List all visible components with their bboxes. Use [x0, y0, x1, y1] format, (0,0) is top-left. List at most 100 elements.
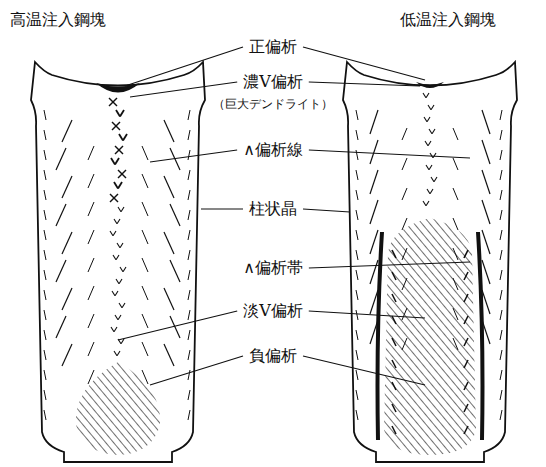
- stroke-mark: [44, 350, 46, 360]
- stroke-mark: [142, 230, 148, 244]
- stroke-mark: [356, 330, 358, 340]
- segregation-label: 柱状晶: [247, 199, 299, 218]
- stroke-mark: [356, 210, 358, 220]
- stroke-mark: [500, 110, 502, 120]
- stroke-mark: [121, 207, 124, 212]
- stroke-mark: [430, 153, 433, 158]
- stroke-mark: [356, 390, 358, 400]
- stroke-mark: [356, 410, 358, 420]
- stroke-mark: [123, 267, 126, 272]
- a-segregation-band: [378, 232, 383, 440]
- stroke-mark: [431, 105, 434, 110]
- stroke-mark: [356, 110, 358, 120]
- stroke-mark: [370, 260, 378, 284]
- stroke-mark: [111, 327, 114, 332]
- stroke-mark: [88, 146, 94, 160]
- low-temp-ingot: [343, 62, 517, 462]
- stroke-mark: [356, 230, 358, 240]
- stroke-mark: [188, 310, 190, 320]
- stroke-mark: [115, 315, 118, 320]
- stroke-mark: [392, 316, 396, 324]
- stroke-mark: [500, 290, 502, 300]
- stroke-mark: [170, 204, 180, 226]
- leader-line: [309, 82, 420, 86]
- stroke-mark: [356, 350, 358, 360]
- stroke-mark: [392, 404, 396, 412]
- stroke-mark: [392, 360, 396, 368]
- stroke-mark: [188, 410, 190, 420]
- stroke-mark: [402, 218, 407, 230]
- stroke-mark: [426, 165, 429, 170]
- stroke-mark: [392, 250, 396, 258]
- stroke-mark: [123, 134, 127, 140]
- stroke-mark: [114, 351, 117, 356]
- stroke-mark: [188, 390, 190, 400]
- stroke-mark: [44, 170, 46, 180]
- stroke-mark: [44, 110, 46, 120]
- stroke-mark: [110, 194, 118, 202]
- stroke-mark: [453, 248, 458, 260]
- stroke-mark: [44, 230, 46, 240]
- stroke-mark: [118, 315, 121, 320]
- stroke-mark: [188, 210, 190, 220]
- stroke-mark: [56, 260, 66, 282]
- stroke-mark: [500, 350, 502, 360]
- stroke-mark: [188, 290, 190, 300]
- stroke-mark: [356, 250, 358, 260]
- stroke-mark: [402, 338, 407, 350]
- ingot-title: 低温注入鋼塊: [398, 10, 498, 29]
- stroke-mark: [453, 128, 458, 140]
- stroke-mark: [423, 201, 426, 206]
- stroke-mark: [370, 170, 378, 194]
- stroke-mark: [88, 370, 94, 384]
- stroke-mark: [433, 153, 436, 158]
- stroke-mark: [188, 350, 190, 360]
- stroke-mark: [44, 390, 46, 400]
- stroke-mark: [88, 202, 94, 216]
- leader-line: [125, 47, 243, 86]
- stroke-mark: [114, 182, 118, 188]
- stroke-mark: [111, 158, 115, 164]
- stroke-mark: [430, 189, 433, 194]
- leader-line: [303, 209, 350, 212]
- segregation-marks: [44, 93, 502, 434]
- stroke-mark: [44, 130, 46, 140]
- stroke-mark: [118, 170, 126, 178]
- stroke-mark: [119, 134, 123, 140]
- stroke-mark: [188, 190, 190, 200]
- stroke-mark: [392, 382, 396, 390]
- leader-line: [309, 311, 425, 318]
- stroke-mark: [112, 122, 120, 130]
- stroke-mark: [44, 410, 46, 420]
- stroke-mark: [402, 278, 407, 290]
- stroke-mark: [56, 204, 66, 226]
- high-temp-ingot: [31, 62, 205, 462]
- stroke-mark: [370, 290, 378, 314]
- stroke-mark: [432, 129, 435, 134]
- stroke-mark: [500, 190, 502, 200]
- stroke-mark: [62, 176, 72, 198]
- stroke-mark: [402, 188, 407, 200]
- stroke-mark: [500, 250, 502, 260]
- stroke-mark: [453, 158, 458, 170]
- stroke-mark: [142, 258, 148, 272]
- stroke-mark: [44, 330, 46, 340]
- stroke-mark: [500, 390, 502, 400]
- stroke-mark: [117, 351, 120, 356]
- segregation-label: ∧偏析帯: [241, 258, 305, 277]
- stroke-mark: [62, 120, 72, 142]
- stroke-mark: [115, 146, 123, 154]
- stroke-mark: [164, 232, 174, 254]
- stroke-mark: [88, 342, 94, 356]
- stroke-mark: [424, 117, 427, 122]
- stroke-mark: [142, 314, 148, 328]
- stroke-mark: [500, 210, 502, 220]
- stroke-mark: [188, 330, 190, 340]
- leader-line: [303, 47, 425, 80]
- leader-line: [150, 356, 243, 385]
- stroke-mark: [402, 128, 407, 140]
- stroke-mark: [453, 338, 458, 350]
- stroke-mark: [464, 426, 468, 434]
- stroke-mark: [142, 202, 148, 216]
